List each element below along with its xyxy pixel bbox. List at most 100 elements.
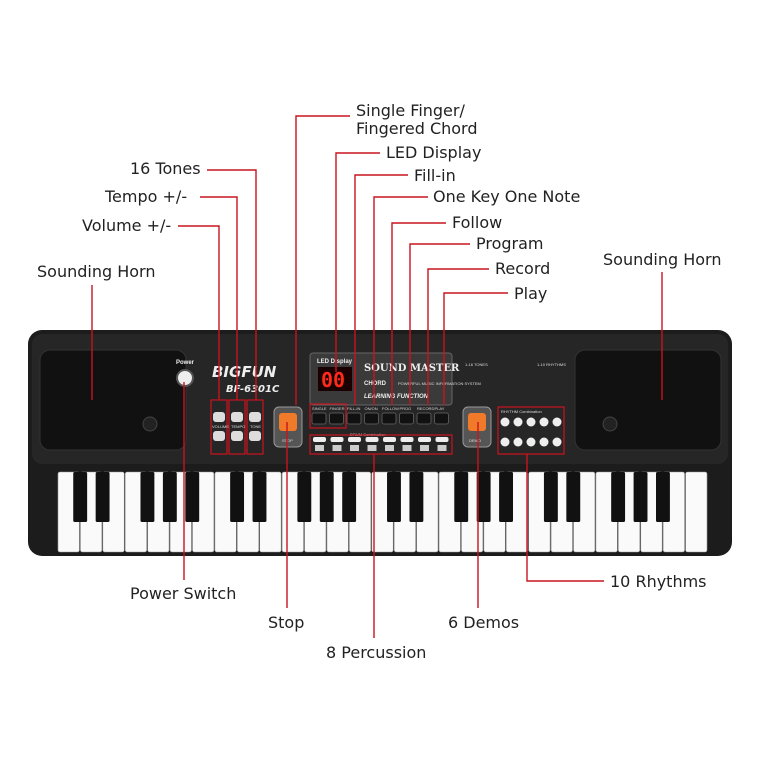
volume-tempo-tone-buttons: VOLUME TEMPO TONE [210,399,264,455]
black-key[interactable] [342,472,357,522]
rhythms-title: 1-10 RHYTHMS [537,362,566,367]
black-key[interactable] [476,472,491,522]
callout-labels: Single Finger/ Fingered Chord LED Displa… [37,101,721,662]
tone-label: TONE [250,424,261,429]
callout-single-finger: Single Finger/ [356,101,465,120]
callout-lines [91,115,663,638]
drum-button[interactable] [313,437,326,442]
drum-button[interactable] [330,437,344,442]
drum-button[interactable] [365,437,379,442]
volume-label: VOLUME [212,424,229,429]
func-button[interactable] [311,412,327,425]
demo-label: DEMO [469,438,481,443]
callout-program: Program [476,234,544,253]
tone-up-button[interactable] [249,412,261,422]
func-label: PLAY [435,406,445,411]
black-key[interactable] [387,472,401,522]
func-button[interactable] [399,412,414,425]
stop-button[interactable] [279,413,297,431]
learning-label: LEARNING FUNCTION [364,394,429,400]
callout-horn-left: Sounding Horn [37,262,155,281]
black-key[interactable] [252,472,267,522]
piano-keys [57,471,708,553]
func-button[interactable] [329,412,344,425]
callout-record: Record [495,259,550,278]
rhythm-button[interactable] [539,437,549,447]
rhythm-button[interactable] [526,437,536,447]
left-speaker [39,349,187,451]
func-button[interactable] [364,412,379,425]
white-key[interactable] [685,471,708,553]
rhythm-label: RHYTHM Combination [501,409,542,414]
rhythm-button[interactable] [552,417,562,427]
func-button[interactable] [434,412,449,425]
rhythm-button[interactable] [513,417,523,427]
black-key[interactable] [633,472,648,522]
led-label: LED Display [317,359,353,365]
rhythm-button[interactable] [500,437,510,447]
black-key[interactable] [499,472,513,522]
volume-up-button[interactable] [213,412,225,422]
drum-icon [385,445,394,451]
func-button[interactable] [416,412,432,425]
system-label: POWERFUL MUSIC INFORMATION SYSTEM [398,381,481,386]
drum-icon [437,445,447,451]
drum-icon [402,445,412,451]
callout-demos: 6 Demos [448,613,519,632]
callout-play: Play [514,284,547,303]
rhythm-button[interactable] [526,417,536,427]
black-key[interactable] [319,472,334,522]
drum-button[interactable] [348,437,361,442]
func-label: SINGLE [312,406,327,411]
func-label: FOLLOW [382,406,399,411]
black-key[interactable] [543,472,558,522]
chord-label: CHORD [364,381,387,387]
callout-follow: Follow [452,213,502,232]
rhythm-button[interactable] [539,417,549,427]
callout-power: Power Switch [130,584,236,603]
tempo-up-button[interactable] [231,412,243,422]
drum-button[interactable] [418,437,431,442]
black-key[interactable] [566,472,581,522]
func-button[interactable] [346,412,362,425]
black-key[interactable] [409,472,424,522]
func-label: PROG [400,406,412,411]
tone-down-button[interactable] [249,431,261,441]
black-key[interactable] [297,472,312,522]
tempo-label: TEMPO [231,424,245,429]
func-button[interactable] [381,412,397,425]
func-label: RECORD [417,406,434,411]
drum-button[interactable] [383,437,396,442]
black-key[interactable] [140,472,155,522]
drum-button[interactable] [435,437,449,442]
drum-icon [420,445,429,451]
tempo-down-button[interactable] [231,431,243,441]
drum-icon [350,445,359,451]
callout-stop: Stop [268,613,304,632]
volume-down-button[interactable] [213,431,225,441]
black-key[interactable] [185,472,200,522]
black-key[interactable] [230,472,245,522]
brand-logo: BIGFUN [212,363,277,381]
drum-button[interactable] [400,437,414,442]
callout-tones: 16 Tones [130,159,201,178]
demo-button[interactable] [468,413,486,431]
callout-fill-in: Fill-in [414,166,456,185]
func-label: ON/ON [365,406,378,411]
black-key[interactable] [95,472,110,522]
rhythm-button[interactable] [552,437,562,447]
rhythm-button[interactable] [500,417,510,427]
led-display: 00 [321,368,345,392]
callout-fingered-chord: Fingered Chord [356,119,478,138]
black-key[interactable] [611,472,626,522]
tones-title: 1-16 TONES [465,362,488,367]
callout-percussion: 8 Percussion [326,643,426,662]
rhythm-button[interactable] [513,437,523,447]
black-key[interactable] [656,472,670,522]
power-switch[interactable] [176,369,194,387]
black-key[interactable] [454,472,469,522]
black-key[interactable] [73,472,88,522]
black-key[interactable] [162,472,177,522]
callout-led-display: LED Display [386,143,481,162]
